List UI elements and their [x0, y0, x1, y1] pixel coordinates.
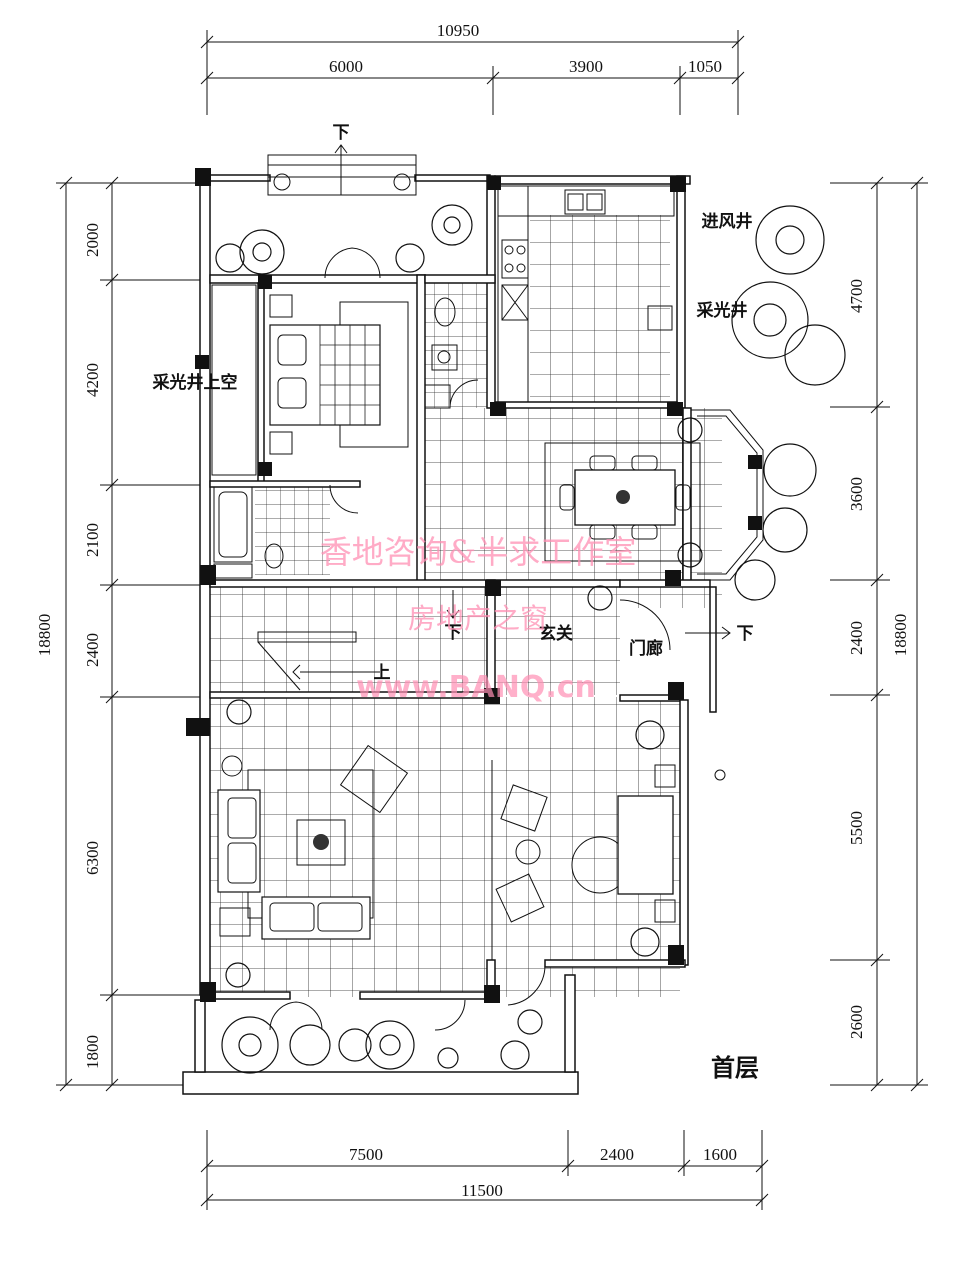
left-dimension-6: 1800	[83, 1035, 102, 1069]
kitchen-fixtures	[501, 189, 673, 331]
top-dimension-lines	[200, 30, 745, 115]
watermark-line-1: 香地咨询&半求工作室	[320, 533, 637, 571]
watermark-url: www.BANQ.cn	[356, 670, 596, 705]
label-air-intake-shaft: 进风井	[702, 211, 753, 232]
label-foyer: 玄关	[539, 623, 573, 644]
left-dimension-1: 2000	[83, 223, 102, 257]
right-total-dimension: 18800	[891, 614, 910, 657]
top-dimension-2: 3900	[569, 57, 603, 76]
left-dimension-lines	[56, 176, 200, 1092]
left-dimension-4: 2400	[83, 633, 102, 667]
label-porch: 门廊	[629, 638, 663, 659]
floor-title: 首层	[711, 1054, 759, 1082]
living-furniture	[217, 744, 676, 960]
left-total-dimension: 18800	[35, 614, 54, 657]
label-up-stair: 上	[374, 663, 391, 683]
left-dimension-2: 4200	[83, 363, 102, 397]
left-dimension-3: 2100	[83, 523, 102, 557]
top-total-dimension: 10950	[437, 21, 480, 40]
dining-table	[544, 442, 701, 562]
label-light-well-void: 采光井上空	[152, 372, 238, 393]
bay-window	[691, 409, 764, 581]
plant-icon	[215, 204, 846, 1074]
top-dimension-3: 1050	[688, 57, 722, 76]
bed	[269, 294, 409, 455]
landscape-plants	[215, 204, 846, 1074]
label-light-well: 采光井	[696, 300, 748, 321]
lower-bath-fixtures	[213, 486, 284, 579]
right-dimension-lines	[830, 176, 928, 1092]
upper-bath-fixtures	[424, 297, 458, 409]
north-bay	[267, 154, 417, 196]
right-dimension-5: 2600	[847, 1005, 866, 1039]
label-down-top: 下	[333, 123, 350, 143]
columns	[186, 168, 762, 1003]
arrow-down-porch	[685, 626, 731, 640]
bottom-dimension-2: 2400	[600, 1145, 634, 1164]
bottom-total-dimension: 11500	[461, 1181, 503, 1200]
light-fixture-icon	[714, 769, 726, 781]
arrow-down-top	[334, 144, 348, 195]
top-dimension-1: 6000	[329, 57, 363, 76]
watermark-line-2: 房地产之窗	[408, 602, 548, 635]
staircase	[257, 631, 380, 691]
bottom-dimension-lines	[200, 1130, 769, 1210]
label-down-stair: 下	[445, 623, 462, 643]
bottom-dimension-1: 7500	[349, 1145, 383, 1164]
right-dimension-3: 2400	[847, 621, 866, 655]
right-dimension-1: 4700	[847, 279, 866, 313]
arrow-down-stair	[446, 590, 460, 619]
left-dimension-5: 6300	[83, 841, 102, 875]
right-dimension-2: 3600	[847, 477, 866, 511]
bottom-dimension-3: 1600	[703, 1145, 737, 1164]
right-dimension-4: 5500	[847, 811, 866, 845]
label-down-porch: 下	[737, 624, 754, 644]
